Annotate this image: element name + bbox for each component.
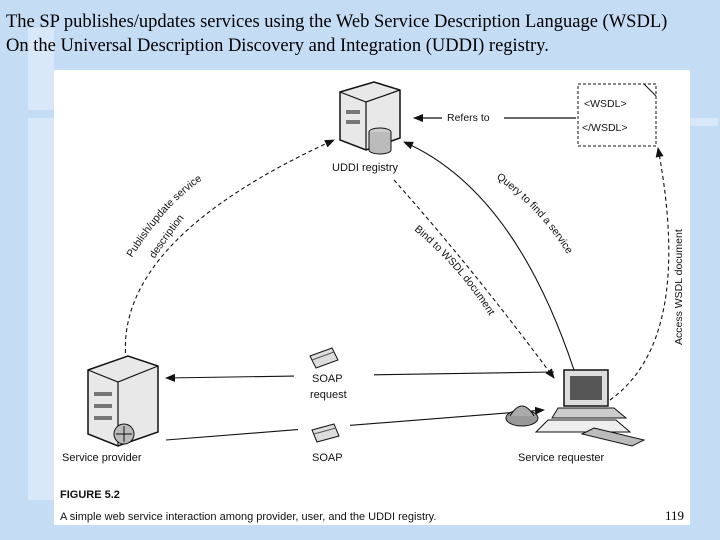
service-provider-label: Service provider xyxy=(62,452,142,464)
soap-response-arrow xyxy=(165,406,545,441)
service-provider-server-icon xyxy=(87,355,159,447)
wsdl-open-tag: <WSDL> xyxy=(584,98,627,110)
soap-request-label-line-1: SOAP xyxy=(312,373,343,385)
slide-caption: The SP publishes/updates services using … xyxy=(6,10,718,58)
service-requester-computer-icon xyxy=(505,369,646,447)
refers-to-label: Refers to xyxy=(447,112,490,124)
soap-label: SOAP xyxy=(312,452,343,464)
access-arrow xyxy=(609,147,670,401)
background-bar-mid xyxy=(28,120,54,500)
envelope-icon xyxy=(309,347,339,369)
bind-arrow xyxy=(393,179,555,379)
uddi-registry-label: UDDI registry xyxy=(332,162,399,174)
query-label: Query to find a service xyxy=(494,171,575,256)
soap-request-label-line-2: request xyxy=(310,389,347,401)
caption-line-2: On the Universal Description Discovery a… xyxy=(6,36,549,56)
background-bar-left xyxy=(28,28,54,110)
diagram-figure: UDDI registry <WSDL> </WSDL> Refers to P… xyxy=(54,70,690,525)
bind-label: Bind to WSDL document xyxy=(412,223,497,317)
soap-request-label-bg xyxy=(294,362,374,408)
query-arrow xyxy=(403,141,575,371)
figure-caption: A simple web service interaction among p… xyxy=(60,511,436,523)
diagram-svg: UDDI registry <WSDL> </WSDL> Refers to P… xyxy=(60,81,685,523)
wsdl-document-icon xyxy=(577,83,657,147)
envelope-icon xyxy=(311,423,340,443)
figure-number: FIGURE 5.2 xyxy=(60,489,120,501)
refers-to-label-bg xyxy=(442,108,504,124)
access-label: Access WSDL document xyxy=(673,229,685,345)
uddi-server-icon xyxy=(339,81,401,155)
page-number: 119 xyxy=(664,508,684,523)
service-requester-label: Service requester xyxy=(518,452,605,464)
caption-line-1: The SP publishes/updates services using … xyxy=(6,12,668,32)
publish-arrow xyxy=(124,139,335,361)
wsdl-close-tag: </WSDL> xyxy=(582,122,628,134)
